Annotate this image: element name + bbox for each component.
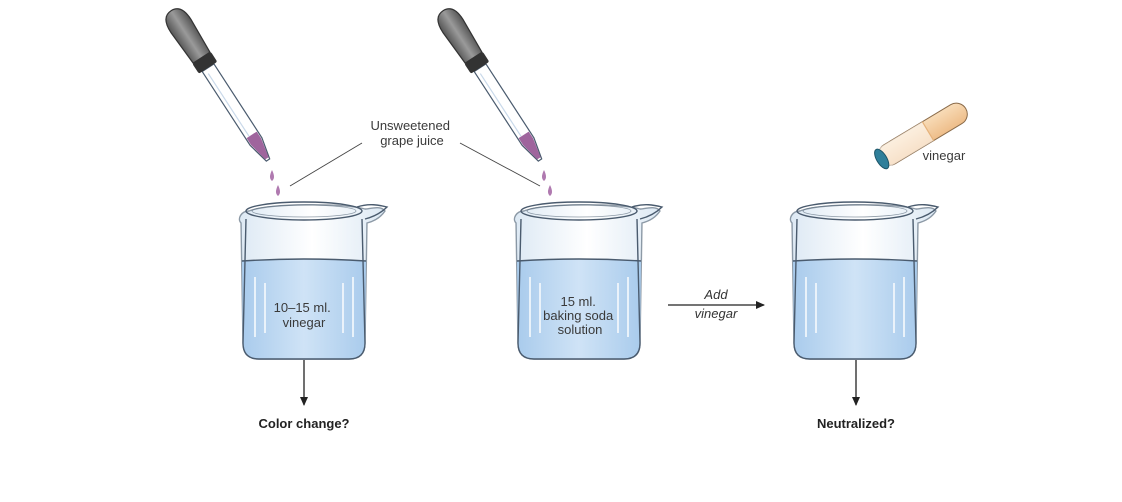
outcome-color-change: Color change?: [258, 416, 349, 431]
beaker-middle-label: 15 ml. baking soda solution: [543, 294, 617, 337]
beaker-left: [238, 201, 388, 360]
beaker-left-label: 10–15 ml. vinegar: [274, 300, 335, 330]
vinegar-test-tube: [874, 102, 968, 170]
leader-line-left: [289, 142, 363, 187]
leader-line-right: [459, 142, 541, 187]
step-label-vinegar: vinegar: [695, 306, 738, 321]
step-label-add: Add: [703, 287, 728, 302]
outcome-neutralized: Neutralized?: [817, 416, 895, 431]
beaker-right: [789, 201, 939, 360]
indicator-label: Unsweetened grape juice: [370, 118, 453, 148]
dropper-middle: [432, 3, 551, 168]
dropper-left: [160, 3, 279, 168]
tube-label: vinegar: [923, 148, 966, 163]
